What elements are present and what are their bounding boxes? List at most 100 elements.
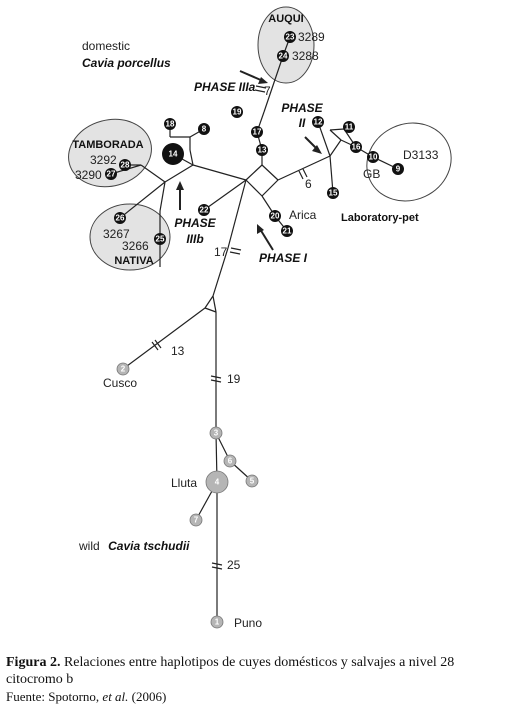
node-6: 6: [223, 454, 237, 468]
label-arica: Arica: [289, 208, 317, 222]
svg-text:21: 21: [283, 227, 292, 236]
node-16: 16: [350, 141, 362, 153]
node-24: 24: [277, 50, 289, 62]
node-5: 5: [245, 474, 259, 488]
mutation-count-25: 25: [227, 558, 241, 572]
label-3290: 3290: [75, 168, 102, 182]
domestic-label: domestic: [82, 39, 130, 53]
svg-text:19: 19: [233, 108, 242, 117]
tamborada-label: TAMBORADA: [72, 139, 143, 151]
node-13: 13: [256, 144, 268, 156]
label-3289: 3289: [298, 30, 325, 44]
caption-source: Fuente: Spotorno, et al. (2006): [6, 688, 506, 705]
svg-text:22: 22: [200, 206, 209, 215]
node-26: 26: [114, 212, 126, 224]
svg-text:3: 3: [214, 429, 219, 438]
node-20: 20: [269, 210, 281, 222]
node-11: 11: [343, 121, 355, 133]
haplotype-network-diagram: 23 24 19 17 13 18 8 14 28 27 22: [68, 6, 452, 630]
node-18: 18: [164, 118, 176, 130]
node-3: 3: [209, 426, 223, 440]
node-1: 1: [210, 615, 224, 629]
svg-text:16: 16: [352, 143, 361, 152]
svg-text:25: 25: [156, 235, 165, 244]
node-8: 8: [198, 123, 210, 135]
phase-iiib-label: PHASE: [174, 216, 216, 230]
source-year: (2006): [128, 689, 167, 704]
cavia-porcellus-label: Cavia porcellus: [82, 56, 171, 70]
label-d3133: D3133: [403, 148, 439, 162]
mutation-ticks: [151, 85, 308, 570]
svg-text:26: 26: [116, 214, 125, 223]
svg-text:7: 7: [194, 516, 199, 525]
node-12: 12: [312, 116, 324, 128]
label-gb: GB: [363, 167, 380, 181]
label-puno: Puno: [234, 616, 262, 630]
svg-text:24: 24: [279, 52, 288, 61]
tamborada-group-ellipse: [68, 118, 152, 188]
laboratory-group-ellipse: [366, 122, 452, 202]
figure-caption: Figura 2. Relaciones entre haplotipos de…: [6, 654, 506, 705]
svg-text:11: 11: [345, 123, 354, 132]
svg-text:28: 28: [121, 161, 130, 170]
node-4: 4: [205, 470, 229, 494]
svg-text:18: 18: [166, 120, 175, 129]
phase-iiia-arrow: [239, 70, 264, 82]
node-28: 28: [119, 159, 131, 171]
node-15: 15: [327, 187, 339, 199]
nativa-label: NATIVA: [114, 255, 153, 267]
phase-arrows: [176, 70, 322, 251]
svg-text:4: 4: [215, 478, 220, 487]
svg-text:9: 9: [396, 165, 401, 174]
nativa-group-ellipse: [89, 203, 171, 271]
svg-text:2: 2: [121, 365, 126, 374]
auqui-group-ellipse: [257, 6, 315, 84]
node-22: 22: [198, 204, 210, 216]
mutation-count-17: 17: [214, 245, 228, 259]
node-17: 17: [251, 126, 263, 138]
svg-text:6: 6: [228, 457, 233, 466]
auqui-label: AUQUI: [268, 13, 303, 25]
label-3288: 3288: [292, 49, 319, 63]
node-10: 10: [367, 151, 379, 163]
caption-body: Relaciones entre haplotipos de cuyes dom…: [6, 655, 455, 687]
phase-ii-label: PHASE: [281, 101, 323, 115]
node-21: 21: [281, 225, 293, 237]
mutation-count-13: 13: [171, 344, 185, 358]
label-3266: 3266: [122, 239, 149, 253]
label-3292: 3292: [90, 153, 117, 167]
label-3267: 3267: [103, 227, 130, 241]
network-edges: [110, 36, 399, 622]
svg-text:10: 10: [369, 153, 378, 162]
svg-text:13: 13: [258, 146, 267, 155]
phase-ii-label-line2: II: [299, 116, 306, 130]
svg-text:5: 5: [250, 477, 255, 486]
svg-text:20: 20: [271, 212, 280, 221]
mutation-count-7: 7: [264, 84, 271, 98]
node-19: 19: [231, 106, 243, 118]
wild-cavia-tschudii-label: wild Cavia tschudii: [78, 537, 190, 554]
node-27: 27: [105, 168, 117, 180]
phase-i-label: PHASE I: [259, 251, 308, 265]
node-2: 2: [116, 362, 130, 376]
caption-text: Figura 2. Relaciones entre haplotipos de…: [6, 654, 506, 688]
svg-text:23: 23: [286, 33, 295, 42]
svg-text:1: 1: [215, 618, 220, 627]
node-9: 9: [392, 163, 404, 175]
svg-text:27: 27: [107, 170, 116, 179]
label-cusco: Cusco: [103, 376, 137, 390]
svg-text:12: 12: [314, 118, 323, 127]
phase-i-arrow: [259, 228, 274, 251]
mutation-count-6: 6: [305, 177, 312, 191]
node-25: 25: [154, 233, 166, 245]
node-23: 23: [284, 31, 296, 43]
figure-label: Figura 2.: [6, 655, 61, 670]
phase-iiia-label: PHASE IIIa: [194, 80, 256, 94]
node-14: 14: [162, 143, 184, 165]
source-etal: et al.: [102, 689, 129, 704]
mutation-count-19: 19: [227, 372, 241, 386]
laboratory-pet-label: Laboratory-pet: [341, 212, 419, 224]
label-lluta: Lluta: [171, 476, 197, 490]
phase-iiib-label-line2: IIIb: [186, 232, 203, 246]
svg-text:14: 14: [169, 150, 178, 159]
